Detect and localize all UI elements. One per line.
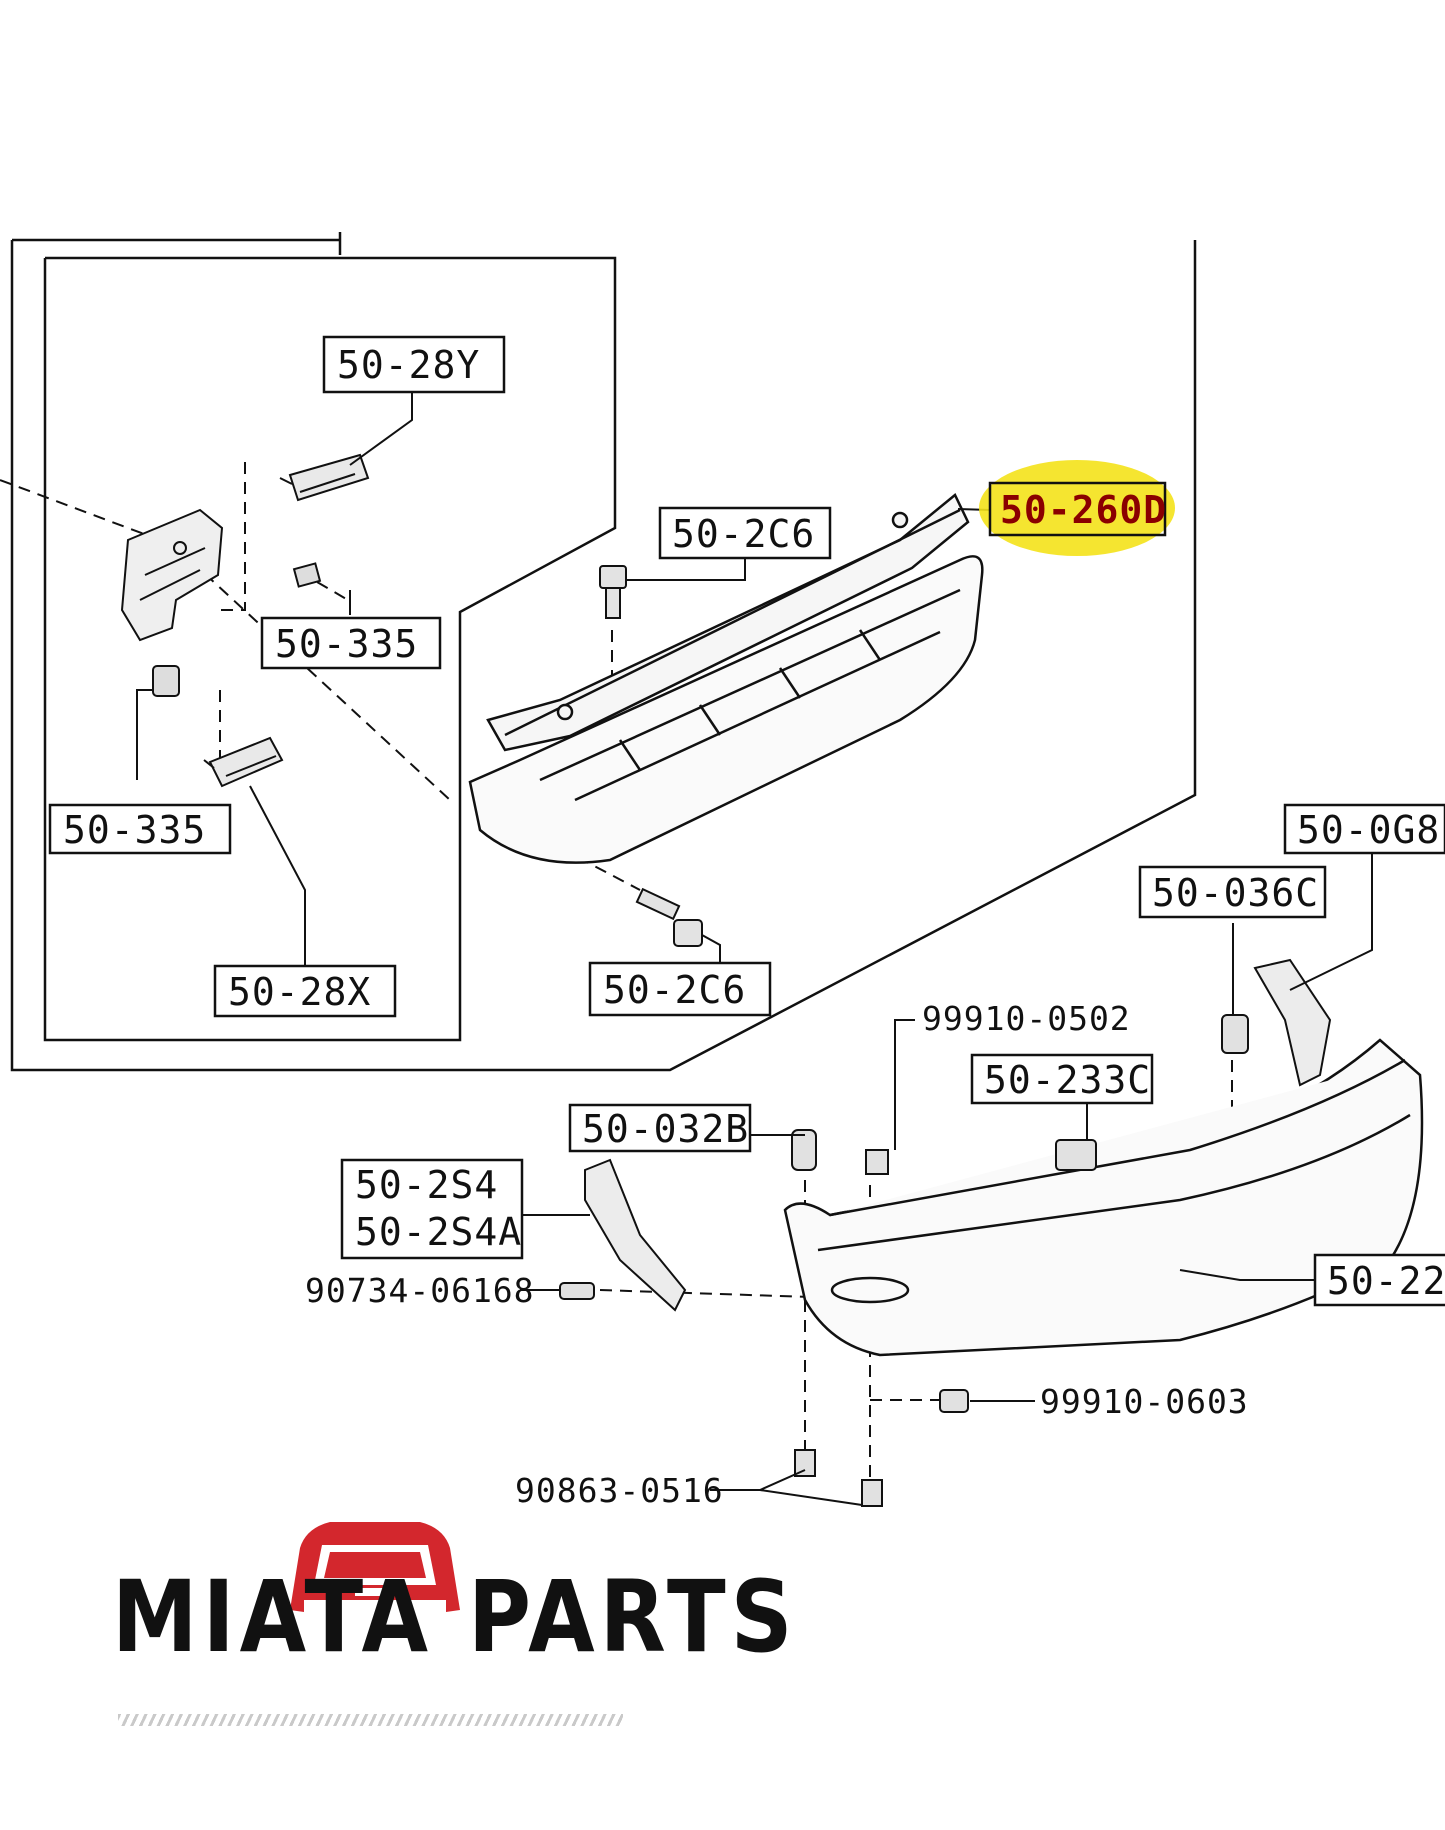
label-99910-0603: 99910-0603 (1040, 1382, 1249, 1421)
bracket-50-28Y-part (279, 453, 370, 502)
red-car-icon (290, 1522, 460, 1612)
label-50-2C6-top: 50-2C6 (672, 512, 815, 556)
leader-lines (136, 392, 1373, 1506)
part-label-boxes (48, 335, 1445, 1307)
label-50-032B: 50-032B (582, 1107, 749, 1151)
label-50-036C: 50-036C (1152, 871, 1319, 915)
label-50-0G8: 50-0G8 (1297, 808, 1440, 852)
label-50-2C6-bottom: 50-2C6 (603, 968, 746, 1012)
label-50-22: 50-22 (1327, 1259, 1445, 1303)
label-50-28Y: 50-28Y (337, 343, 480, 387)
clip-50-335-part (152, 562, 322, 697)
label-50-335-upper: 50-335 (275, 622, 418, 666)
brand-underline (118, 1714, 623, 1726)
label-90734-06168: 90734-06168 (305, 1271, 535, 1310)
label-90863-0516: 90863-0516 (515, 1471, 724, 1510)
mount-bracket-part (120, 508, 224, 642)
rear-bumper-part (783, 1038, 1424, 1357)
label-50-2S4A: 50-2S4A (355, 1210, 522, 1254)
bracket-50-2S4-part (584, 1158, 687, 1312)
label-50-335-lower: 50-335 (63, 808, 206, 852)
fasteners-part (559, 1014, 1249, 1507)
group-boundary (10, 232, 1197, 1072)
label-50-260D: 50-260D (1000, 488, 1167, 532)
bracket-50-28X-part (203, 736, 284, 788)
bolt-50-2C6-part (599, 565, 703, 947)
absorber-part (468, 555, 984, 864)
label-50-28X: 50-28X (228, 970, 371, 1014)
side-bracket-50-0G8-part (1253, 958, 1332, 1087)
brand-name: MIATA PARTS (112, 1560, 798, 1675)
label-99910-0502: 99910-0502 (922, 999, 1131, 1038)
reinforcement-50-260D-part (486, 493, 970, 752)
label-50-2S4: 50-2S4 (355, 1163, 498, 1207)
label-50-233C: 50-233C (984, 1058, 1151, 1102)
